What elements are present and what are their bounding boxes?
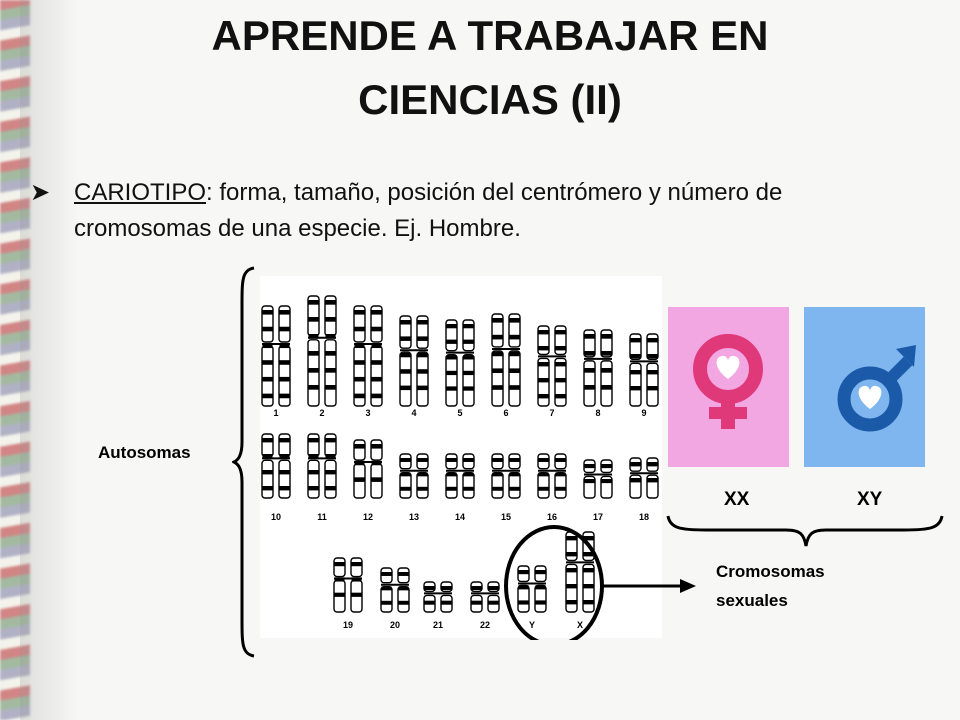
- chromosome-18: 18: [629, 457, 659, 522]
- chromosome-label: 3: [365, 408, 370, 418]
- chromosome-1: 1: [261, 305, 291, 418]
- chromosome-12: 12: [353, 439, 383, 522]
- male-symbol-panel: [804, 307, 925, 467]
- chromosome-8: 8: [583, 329, 613, 418]
- bullet-text: CARIOTIPO: forma, tamaño, posición del c…: [74, 175, 910, 247]
- female-symbol-icon: [693, 334, 763, 429]
- sex-label-line-1: Cromosomas: [716, 562, 825, 581]
- chromosome-label: 22: [480, 620, 490, 630]
- chromosome-5: 5: [445, 319, 475, 418]
- chromosome-16: 16: [537, 453, 567, 522]
- chromosome-y: Y: [517, 565, 547, 630]
- chromosome-19: 19: [333, 557, 363, 630]
- sex-chromosomes-brace: [666, 515, 944, 547]
- chromosome-4: 4: [399, 315, 429, 418]
- chromosome-label: 21: [433, 620, 443, 630]
- sex-chromosomes-label: Cromosomas sexuales: [716, 557, 876, 615]
- chromosome-13: 13: [399, 453, 429, 522]
- chromosome-11: 11: [307, 433, 337, 522]
- title-line-1: APRENDE A TRABAJAR EN: [211, 12, 769, 59]
- chromosome-label: 14: [455, 512, 465, 522]
- male-symbol-icon: [837, 345, 916, 432]
- bullet-term: CARIOTIPO: [74, 179, 207, 206]
- chromosome-label: 13: [409, 512, 419, 522]
- sex-label-line-2: sexuales: [716, 591, 788, 610]
- chromosome-9: 9: [629, 333, 659, 418]
- autosomes-brace: [232, 266, 255, 658]
- chromosome-label: 10: [271, 512, 281, 522]
- chromosome-label: Y: [529, 620, 535, 630]
- chromosome-2: 2: [307, 295, 337, 418]
- chromosome-label: 18: [639, 512, 649, 522]
- chromosome-20: 20: [380, 567, 410, 630]
- chromosome-label: 7: [549, 408, 554, 418]
- arrowhead-bullet-icon: ➤: [30, 179, 51, 206]
- chromosome-label: 6: [503, 408, 508, 418]
- autosomas-label: Autosomas: [98, 443, 191, 462]
- bullet-item: ➤ CARIOTIPO: forma, tamaño, posición del…: [30, 175, 910, 247]
- chromosome-15: 15: [491, 453, 521, 522]
- female-symbol-panel: [668, 307, 789, 467]
- chromosome-21: 21: [423, 581, 453, 630]
- chromosome-3: 3: [353, 305, 383, 418]
- chromosome-label: 16: [547, 512, 557, 522]
- chromosome-7: 7: [537, 325, 567, 418]
- xy-label: XY: [857, 489, 883, 510]
- title-line-2: CIENCIAS (II): [358, 76, 622, 123]
- chromosome-17: 17: [583, 459, 613, 522]
- chromosome-label: 19: [343, 620, 353, 630]
- chromosome-label: 8: [595, 408, 600, 418]
- chromosome-10: 10: [261, 433, 291, 522]
- chromosome-label: 9: [641, 408, 646, 418]
- chromosome-6: 6: [491, 313, 521, 418]
- chromosome-label: 20: [390, 620, 400, 630]
- chromosome-label: 5: [457, 408, 462, 418]
- dna-decoration: [0, 0, 30, 720]
- sex-chromosome-pointer: [504, 525, 696, 640]
- chromosome-label: 15: [501, 512, 511, 522]
- xx-label: XX: [724, 489, 750, 510]
- chromosome-label: 11: [317, 512, 327, 522]
- chromosome-label: 2: [319, 408, 324, 418]
- chromosome-label: 1: [273, 408, 278, 418]
- chromosome-22: 22: [470, 581, 500, 630]
- bullet-definition: : forma, tamaño, posición del centrómero…: [74, 179, 783, 242]
- chromosome-label: 12: [363, 512, 373, 522]
- chromosome-label: 17: [593, 512, 603, 522]
- chromosome-label: 4: [411, 408, 416, 418]
- chromosome-label: X: [577, 620, 583, 630]
- chromosome-14: 14: [445, 453, 475, 522]
- dna-fade: [20, 0, 80, 720]
- slide-title: APRENDE A TRABAJAR EN CIENCIAS (II): [60, 4, 920, 132]
